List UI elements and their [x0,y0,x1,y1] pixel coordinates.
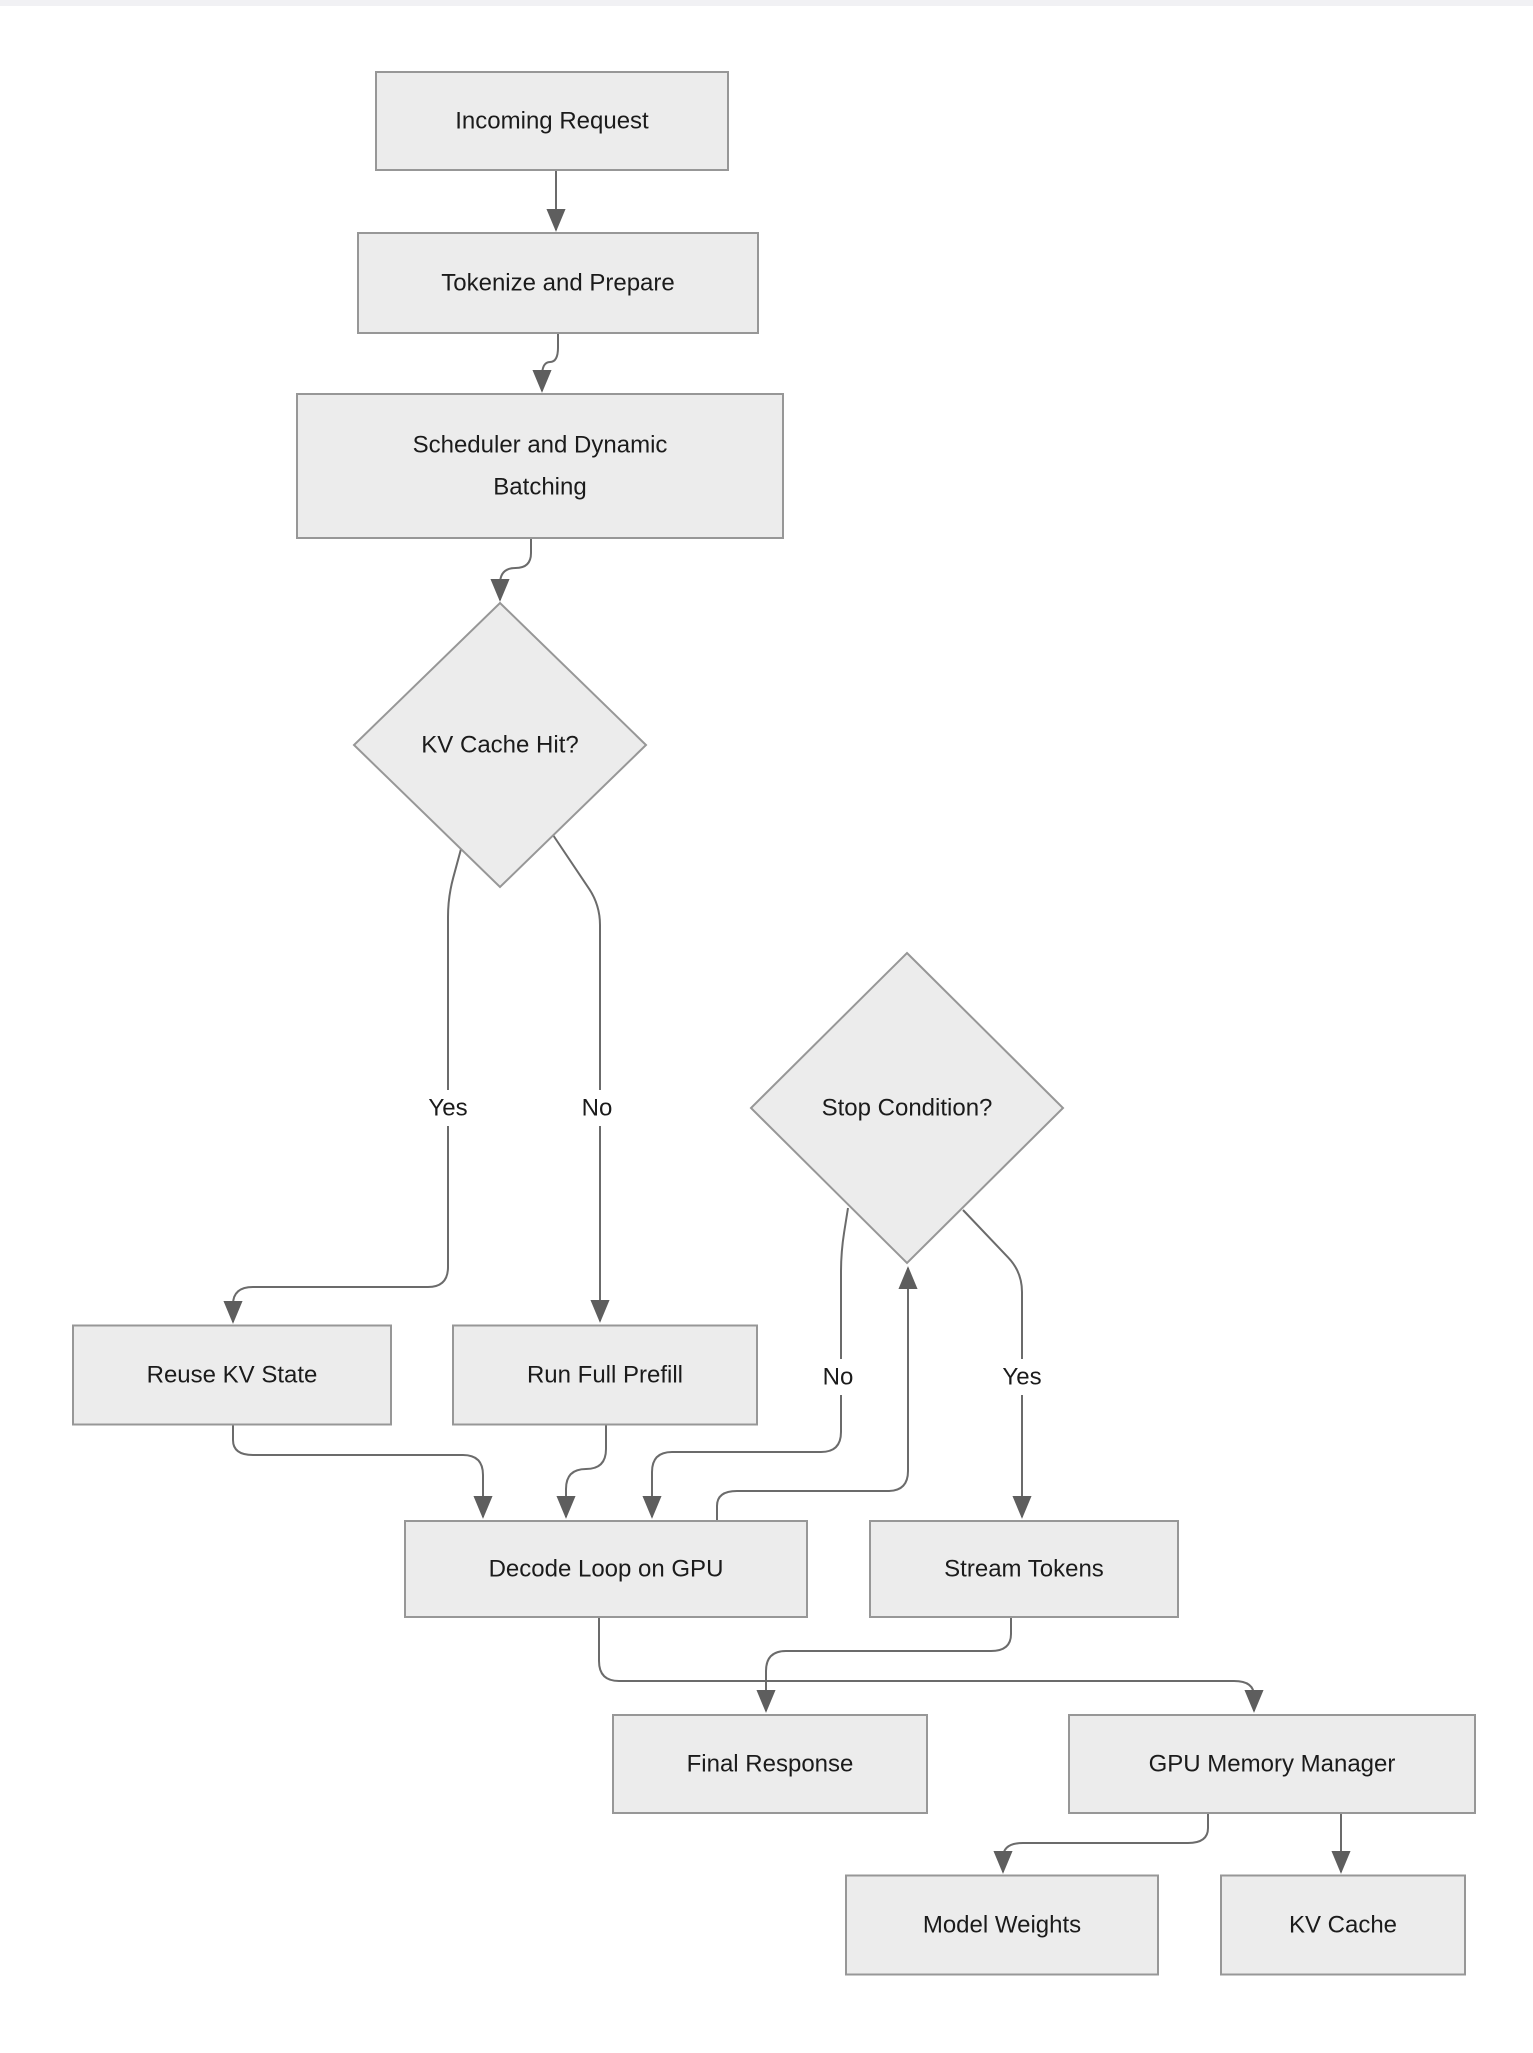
node-gpumm-label: GPU Memory Manager [1149,1751,1396,1778]
node-gpumm: GPU Memory Manager [1068,1714,1476,1814]
edge-label-text: No [582,1095,613,1122]
edge-gpumm-weights [993,1813,1209,1874]
node-tokenize: Tokenize and Prepare [357,232,759,334]
edge-label-yes-kv_hit: Yes [419,1090,477,1126]
edge-reuse-decode [232,1425,493,1519]
node-kvcache-shape [1220,1874,1466,1976]
node-final: Final Response [612,1714,928,1814]
edge-path [490,538,532,602]
node-stream-label: Stream Tokens [944,1556,1104,1583]
node-tokenize-shape [357,232,759,334]
node-stop-label: Stop Condition? [822,1095,993,1122]
node-scheduler-shape [296,393,784,539]
edge-path [598,1617,1264,1713]
node-prefill: Run Full Prefill [452,1324,758,1426]
node-decode-shape [404,1520,808,1618]
node-stream: Stream Tokens [869,1520,1179,1618]
node-kvcache: KV Cache [1220,1874,1466,1976]
node-stop: Stop Condition? [749,951,1065,1265]
node-weights-shape [845,1874,1159,1976]
edge-kv_hit-prefill [552,834,610,1323]
edge-label-text: Yes [1002,1364,1041,1391]
edge-decode-stop [716,1266,918,1521]
node-tokenize-label: Tokenize and Prepare [441,270,674,297]
edge-decode-gpumm [598,1617,1264,1713]
node-final-label: Final Response [687,1751,854,1778]
edge-label-text: Yes [428,1095,467,1122]
edge-scheduler-kv_hit [490,538,532,602]
node-kvcache-label: KV Cache [1289,1912,1397,1939]
edge-stop-decode [642,1207,849,1519]
node-stop-shape [749,951,1065,1265]
node-kv_hit: KV Cache Hit? [352,601,648,889]
node-gpumm-shape [1068,1714,1476,1814]
edge-label-yes-stop: Yes [993,1359,1051,1395]
node-decode-label: Decode Loop on GPU [489,1556,724,1583]
node-scheduler-label: Scheduler and Dynamic [413,432,668,459]
node-reuse-shape [72,1324,392,1426]
node-scheduler-label: Batching [493,474,586,501]
node-decode: Decode Loop on GPU [404,1520,808,1618]
edge-path [223,848,462,1324]
edge-path [716,1266,918,1521]
edge-path [232,1425,493,1519]
node-incoming-shape [375,71,729,171]
node-weights-label: Model Weights [923,1912,1081,1939]
node-prefill-label: Run Full Prefill [527,1362,683,1389]
edge-stop-stream [962,1209,1032,1519]
edge-path [532,333,559,393]
edge-label-no-kv_hit: No [575,1090,619,1126]
edge-path [993,1813,1209,1874]
edge-path [756,1617,1012,1713]
edge-prefill-decode [556,1425,607,1519]
node-reuse-label: Reuse KV State [147,1362,318,1389]
edge-tokenize-scheduler [532,333,559,393]
edge-label-no-stop: No [816,1359,860,1395]
edge-path [552,834,610,1323]
top-bar [0,0,1533,6]
node-stream-shape [869,1520,1179,1618]
edge-path [642,1207,849,1519]
edge-label-bg [816,1359,860,1395]
edge-kv_hit-reuse [223,848,462,1324]
node-weights: Model Weights [845,1874,1159,1976]
node-incoming: Incoming Request [375,71,729,171]
edge-label-bg [419,1090,477,1126]
node-final-shape [612,1714,928,1814]
node-kv_hit-shape [352,601,648,889]
edge-label-bg [993,1359,1051,1395]
node-kv_hit-label: KV Cache Hit? [421,732,578,759]
node-incoming-label: Incoming Request [455,108,649,135]
edge-stream-final [756,1617,1012,1713]
edge-label-text: No [823,1364,854,1391]
edge-label-bg [575,1090,619,1126]
node-reuse: Reuse KV State [72,1324,392,1426]
edge-path [556,1425,607,1519]
node-prefill-shape [452,1324,758,1426]
edge-path [962,1209,1032,1519]
